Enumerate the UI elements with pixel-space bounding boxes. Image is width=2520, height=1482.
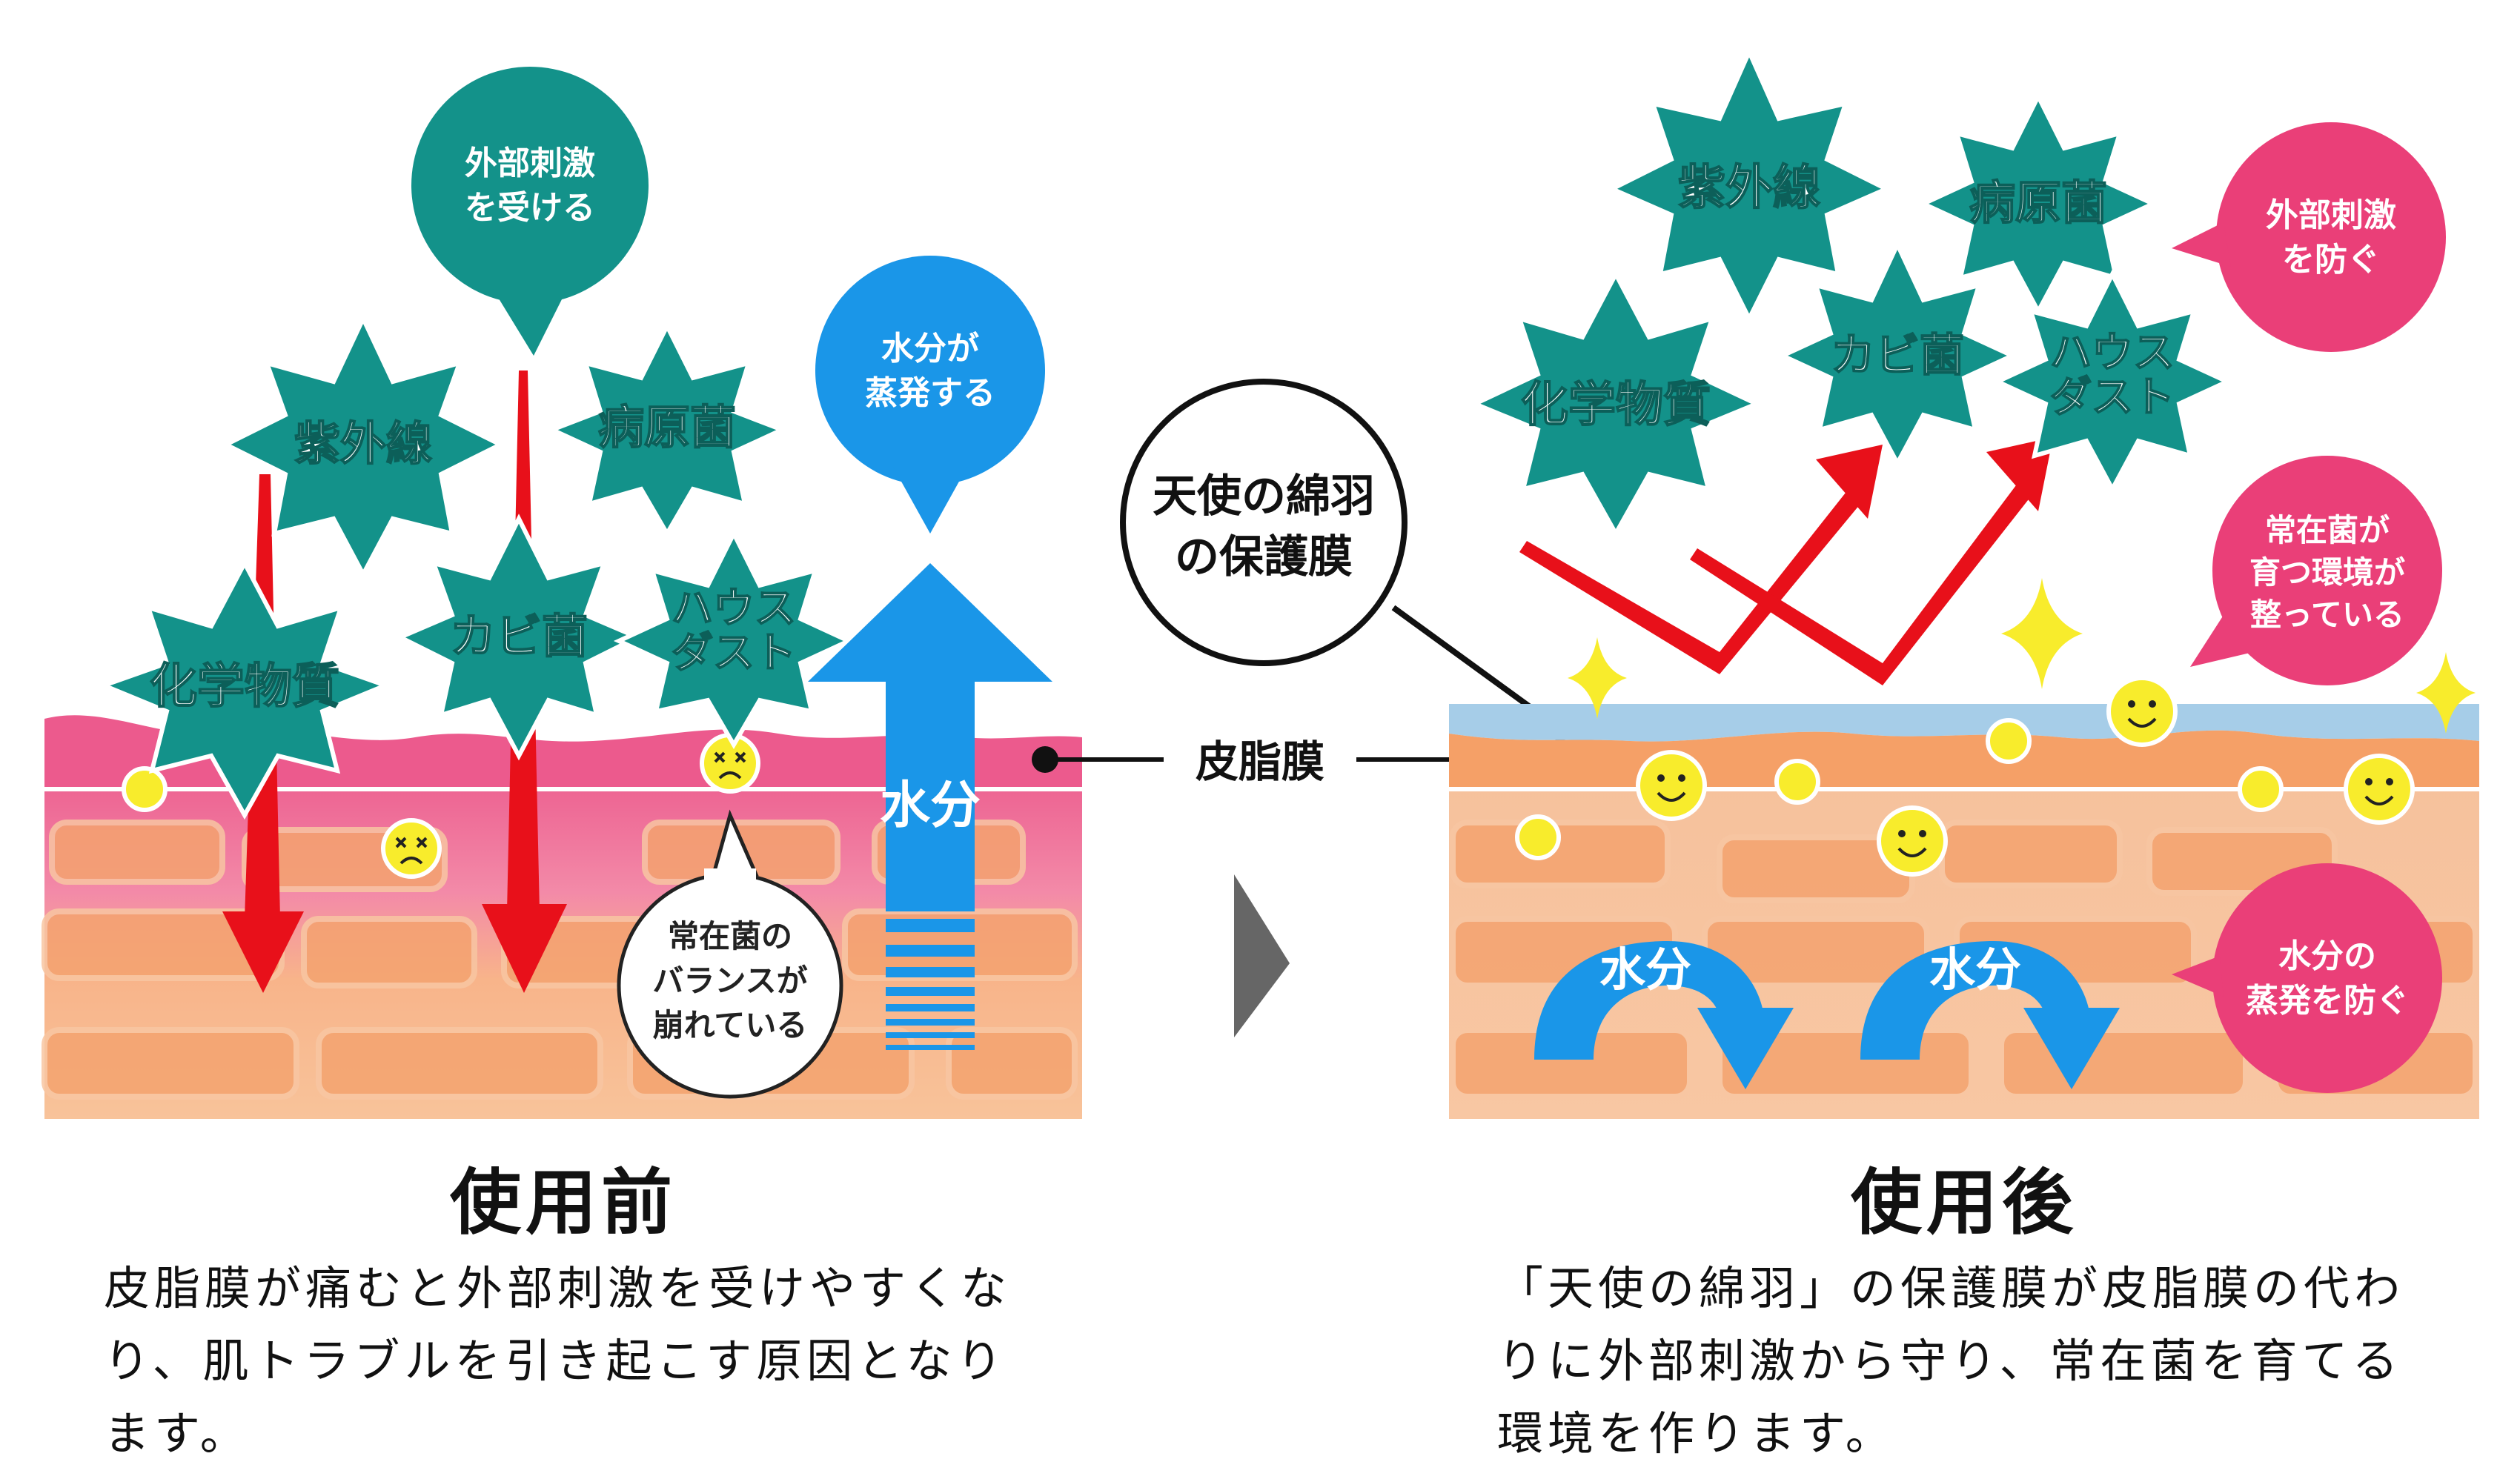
chemical-starburst: 化学物質: [97, 558, 392, 820]
sparkle-icon: [1568, 637, 1627, 719]
prevent-evaporation-badge: 水分の 蒸発を防ぐ: [2172, 863, 2442, 1093]
external-stimulus-callout: 外部刺激 を受ける: [411, 67, 649, 356]
callout-text: 蒸発する: [865, 374, 995, 412]
protective-film-label: の保護膜: [1175, 531, 1353, 583]
moisture-label: 水分: [1929, 943, 2021, 997]
sebum-film-label: 皮脂膜: [1196, 737, 1324, 787]
prevent-stimulus-badge: 外部刺激 を防ぐ: [2172, 122, 2446, 352]
callout-text: バランスが: [652, 963, 807, 999]
mold-starburst: カビ菌: [1777, 239, 2018, 468]
stressor-label: 化学物質: [150, 659, 339, 714]
chemical-starburst: 化学物質: [1469, 269, 1763, 539]
retained-moisture-arrow: 水分: [1534, 941, 1794, 1089]
bacteria-dot: [1774, 759, 1820, 805]
badge-text: 蒸発を防ぐ: [2246, 982, 2409, 1020]
moisture-label: 水分: [1599, 943, 1691, 997]
evaporation-callout: 水分が 蒸発する: [815, 256, 1045, 534]
happy-bacteria-icon: [2106, 676, 2178, 747]
sparkle-icon: [2001, 578, 2083, 689]
description-line: 皮脂膜が痛むと外部刺激を受けやすくな: [104, 1261, 1012, 1315]
stressor-label: 紫外線: [294, 416, 432, 471]
moisture-label: 水分: [880, 777, 981, 835]
protective-film-layer: [1449, 704, 2479, 742]
bacteria-dot: [2238, 766, 2284, 812]
stressor-label: 病原菌: [598, 400, 736, 454]
stressor-label: ダスト: [2050, 373, 2175, 422]
sad-bacteria-icon: [700, 733, 760, 794]
stressor-label: ダスト: [672, 629, 796, 677]
badge-text: 育つ環境が: [2249, 554, 2405, 591]
happy-bacteria-icon: [2344, 754, 2415, 825]
transition-arrow-icon: [1234, 874, 1290, 1037]
mold-starburst: カビ菌: [394, 514, 643, 761]
bacteria-dot: [1515, 814, 1561, 860]
description-line: りに外部刺激から守り、常在菌を育てる: [1497, 1334, 2403, 1388]
deflected-arrows: [1519, 437, 2053, 685]
retained-moisture-arrow: 水分: [1860, 941, 2120, 1089]
after-heading: 使用後: [1851, 1161, 2078, 1244]
happy-bacteria-icon: [1636, 750, 1707, 821]
callout-text: 崩れている: [653, 1007, 808, 1043]
uv-starburst: 紫外線: [221, 313, 505, 579]
moisture-escape-arrow: 水分: [808, 563, 1052, 1050]
after-panel: 紫外線 病原菌 化学物質 カビ菌 ハウス ダスト 外部刺激 を防ぐ: [1449, 46, 2479, 1119]
description-line: 環境を作ります。: [1497, 1406, 1896, 1461]
bacteria-dot: [1986, 718, 2032, 764]
stressor-label: 病原菌: [1969, 176, 2107, 230]
center-legend: 皮脂膜 天使の綿羽 の保護膜: [1032, 379, 1574, 1037]
protective-film-label: 天使の綿羽: [1153, 471, 1375, 522]
description-line: 「天使の綿羽」の保護膜が皮脂膜の代わ: [1497, 1261, 2405, 1315]
uv-starburst: 紫外線: [1606, 46, 1892, 324]
description-line: り、肌トラブルを引き起こす原因となり: [104, 1334, 1007, 1388]
badge-text: 常在菌が: [2265, 512, 2390, 548]
stressor-label: ハウス: [2050, 329, 2175, 377]
description-line: ます。: [104, 1406, 251, 1461]
before-panel: 紫外線 病原菌 カビ菌 ハウス ダスト 化学物質 外部刺激 を受ける: [42, 67, 1082, 1119]
after-description: 「天使の綿羽」の保護膜が皮脂膜の代わ りに外部刺激から守り、常在菌を育てる 環境…: [1497, 1252, 2505, 1470]
badge-text: 外部刺激: [2266, 196, 2396, 234]
stressor-label: 化学物質: [1521, 378, 1711, 433]
house-dust-starburst: ハウス ダスト: [1992, 269, 2233, 494]
badge-text: を防ぐ: [2282, 241, 2380, 279]
callout-text: 外部刺激: [465, 144, 595, 182]
before-heading: 使用前: [450, 1161, 677, 1244]
sparkle-icon: [2416, 652, 2476, 734]
stressor-label: カビ菌: [450, 609, 588, 663]
pathogen-starburst: 病原菌: [1917, 91, 2159, 316]
stressor-label: ハウス: [672, 585, 796, 633]
callout-text: 水分が: [881, 330, 979, 368]
badge-text: 水分の: [2278, 937, 2376, 975]
sad-bacteria-icon: [381, 818, 442, 879]
house-dust-starburst: ハウス ダスト: [613, 528, 855, 749]
bacteria-balance-callout: 常在菌の バランスが 崩れている: [617, 809, 843, 1099]
badge-text: 整っている: [2250, 597, 2404, 633]
pathogen-starburst: 病原菌: [546, 321, 788, 538]
stressor-label: カビ菌: [1831, 330, 1964, 382]
callout-text: 常在菌の: [668, 918, 792, 954]
happy-bacteria-icon: [1877, 805, 1948, 877]
bacteria-dot: [122, 766, 168, 812]
after-sebum-layer: [1449, 730, 2479, 789]
callout-text: を受ける: [465, 189, 595, 227]
bacteria-environment-badge: 常在菌が 育つ環境が 整っている: [2190, 456, 2442, 685]
stressor-label: 紫外線: [1678, 161, 1820, 216]
before-description: 皮脂膜が痛むと外部刺激を受けやすくな り、肌トラブルを引き起こす原因となり ます…: [104, 1252, 1097, 1470]
